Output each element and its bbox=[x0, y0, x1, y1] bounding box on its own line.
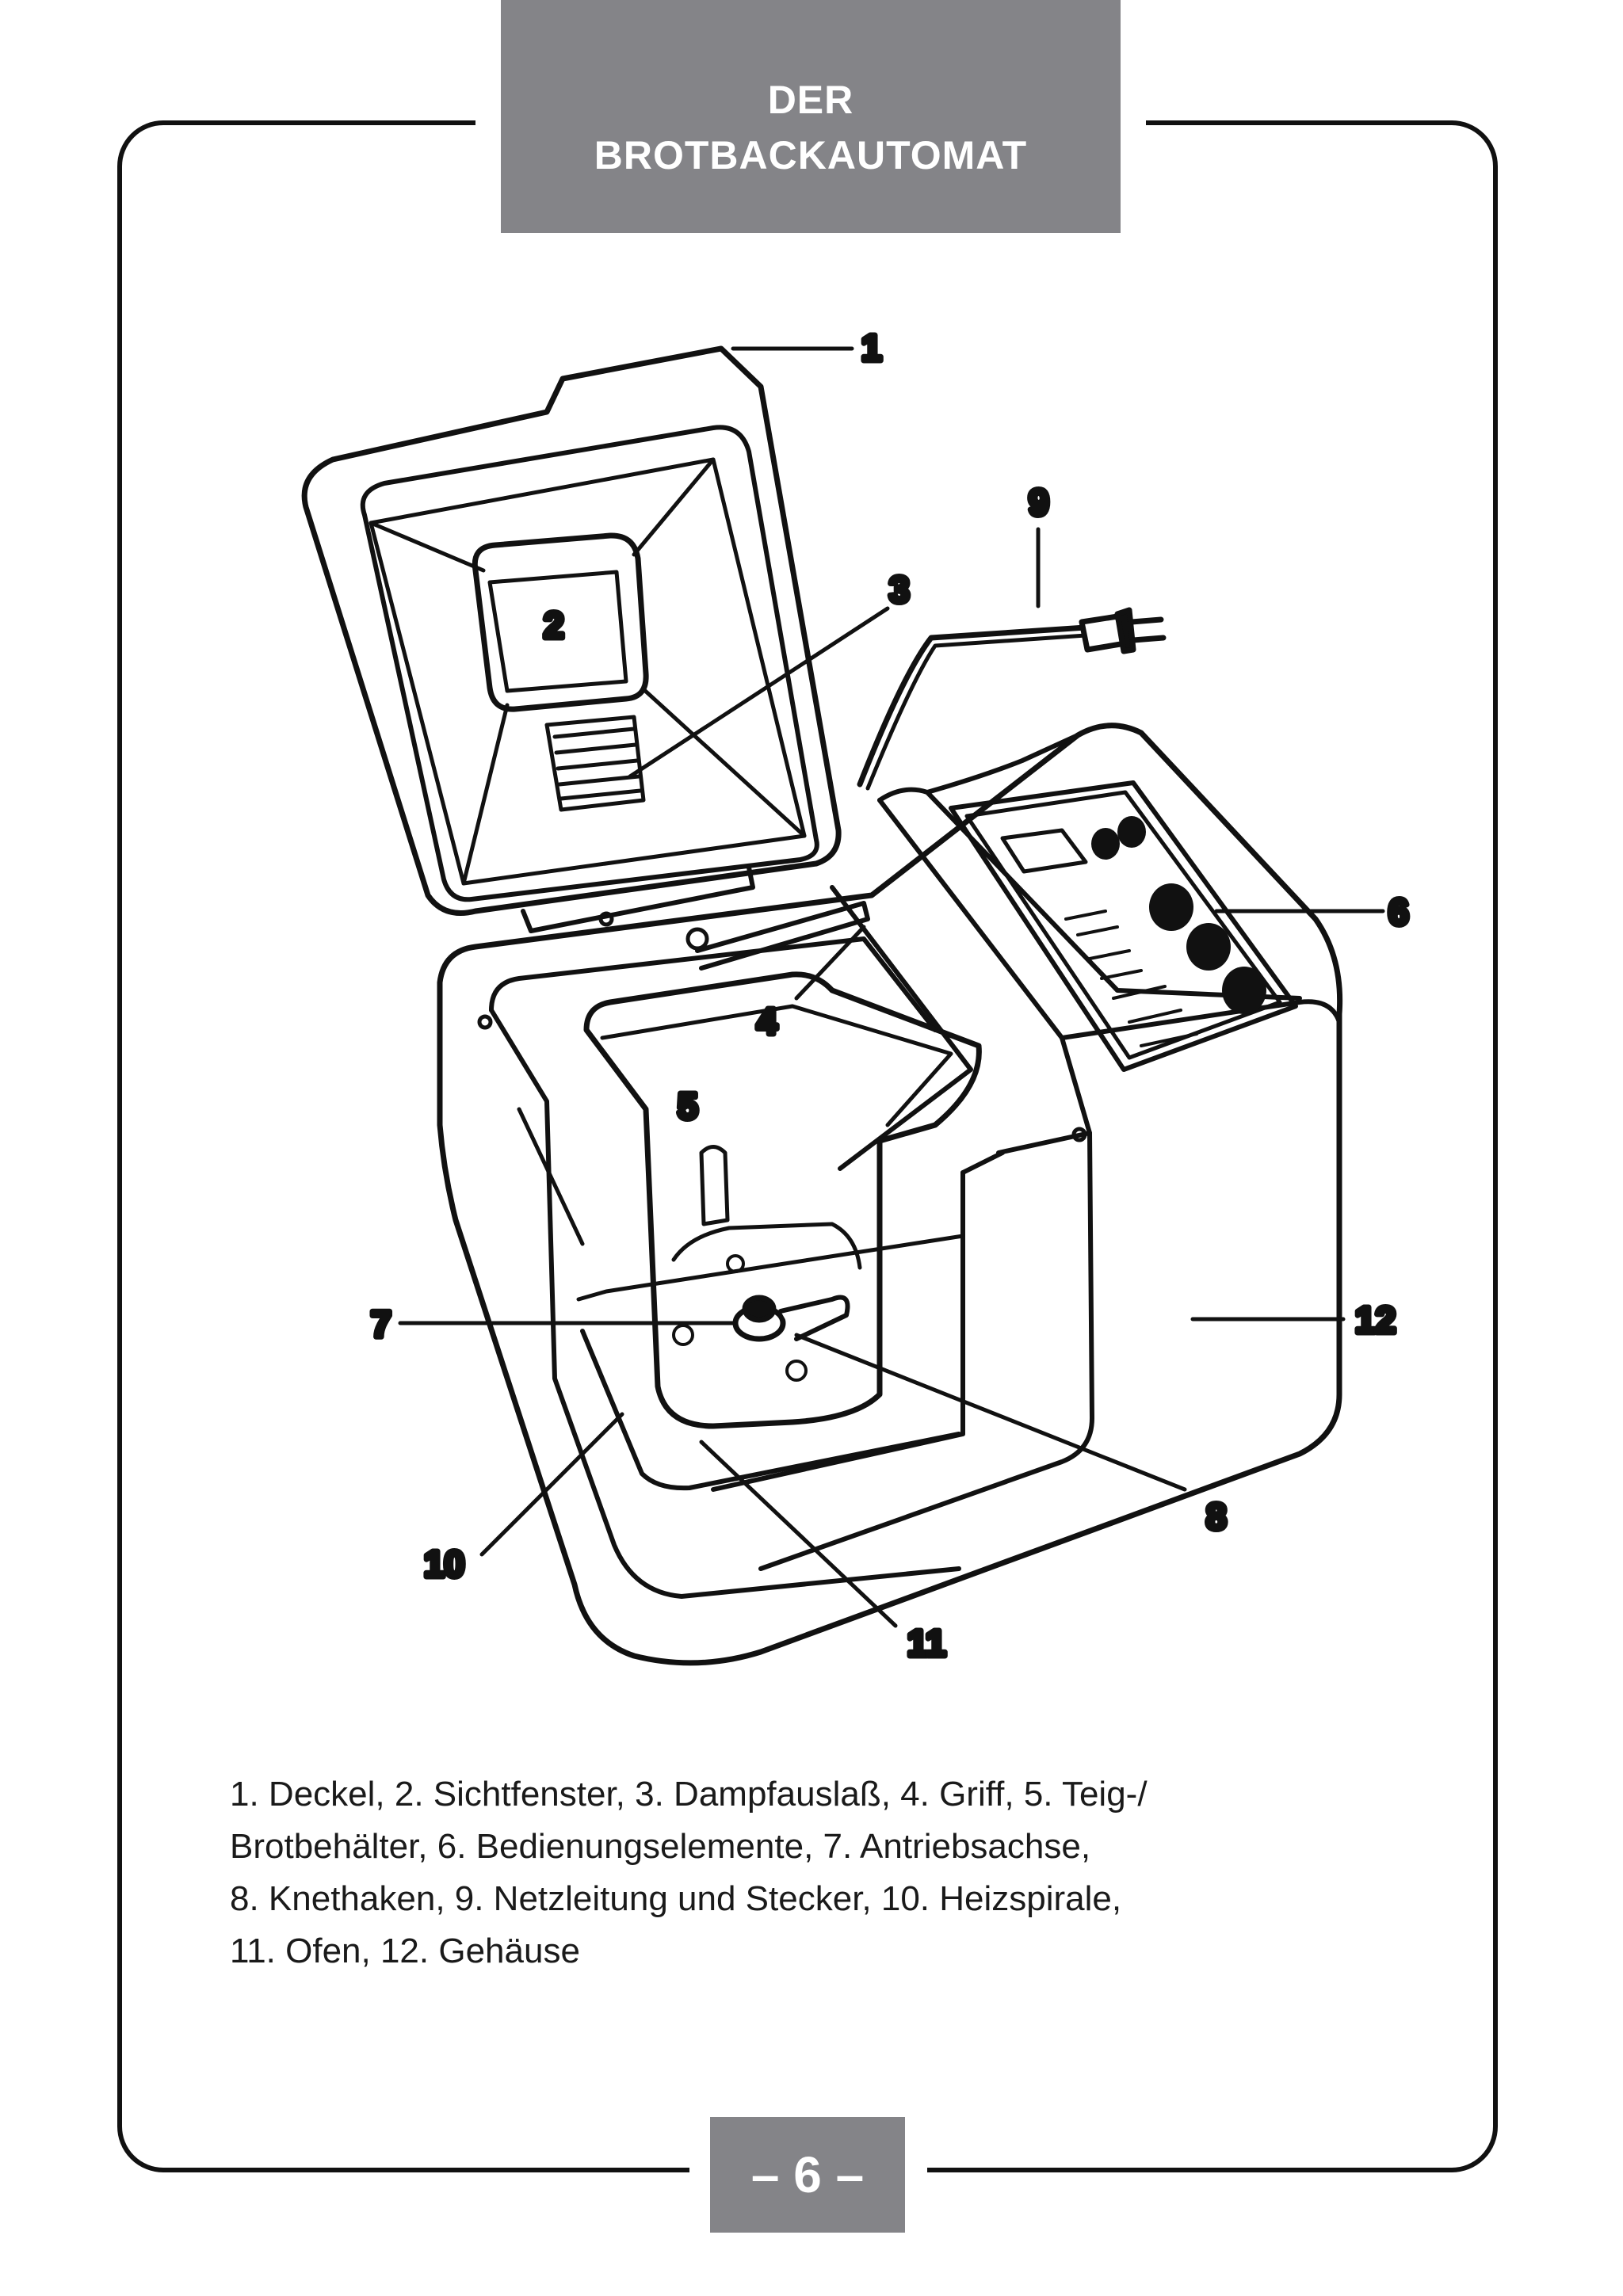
callout-11: 11 bbox=[907, 1623, 946, 1664]
callout-3: 3 bbox=[889, 569, 910, 610]
callout-7: 7 bbox=[371, 1303, 391, 1344]
housing bbox=[437, 723, 1343, 1666]
callout-10: 10 bbox=[424, 1543, 464, 1585]
legend-line: 1. Deckel, 2. Sichtfenster, 3. Dampfausl… bbox=[230, 1775, 1148, 1814]
viewing-window bbox=[369, 457, 807, 886]
kneading-assembly bbox=[732, 1295, 850, 1342]
callout-leaders bbox=[398, 346, 1385, 1628]
bread-pan bbox=[583, 885, 982, 1429]
callout-1: 1 bbox=[861, 327, 882, 368]
parts-legend: 1. Deckel, 2. Sichtfenster, 3. Dampfausl… bbox=[230, 1768, 1379, 1978]
callout-2: 2 bbox=[544, 605, 564, 646]
callout-4: 4 bbox=[757, 1001, 777, 1042]
callout-12: 12 bbox=[1355, 1299, 1396, 1341]
lid bbox=[301, 345, 842, 933]
page-title-line2: BROTBACKAUTOMAT bbox=[594, 133, 1028, 177]
callout-9: 9 bbox=[1029, 482, 1049, 523]
power-cord bbox=[857, 607, 1167, 791]
callout-6: 6 bbox=[1388, 891, 1409, 933]
page-number: – 6 – bbox=[710, 2117, 905, 2233]
page-title-box: DER BROTBACKAUTOMAT bbox=[501, 0, 1121, 233]
page-title-line1: DER bbox=[767, 78, 854, 122]
legend-line: 8. Knethaken, 9. Netzleitung und Stecker… bbox=[230, 1879, 1122, 1918]
legend-line: Brotbehälter, 6. Bedienungselemente, 7. … bbox=[230, 1827, 1091, 1866]
steam-vent bbox=[544, 715, 646, 812]
legend-line: 11. Ofen, 12. Gehäuse bbox=[230, 1932, 580, 1970]
callout-5: 5 bbox=[678, 1085, 698, 1127]
heating-element bbox=[580, 1329, 961, 1491]
callout-8: 8 bbox=[1206, 1496, 1227, 1537]
oven-floor bbox=[576, 1234, 965, 1302]
control-panel bbox=[949, 780, 1298, 1072]
